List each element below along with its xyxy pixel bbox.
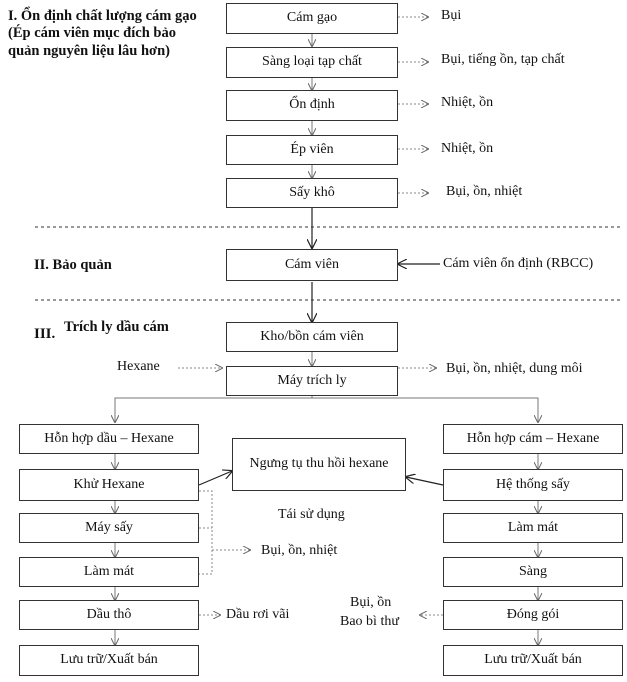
output-bui: Bụi (441, 8, 462, 23)
left-hon-hop-dau: Hỗn hợp dầu – Hexane (19, 424, 199, 454)
step-say-kho: Sấy khô (226, 178, 398, 208)
left-may-say: Máy sấy (19, 513, 199, 543)
section-3-prefix: III. (34, 326, 56, 342)
section-1-title: I. Ổn định chất lượng cám gạo (Ép cám vi… (8, 8, 197, 59)
input-cam-vien-on-dinh: Cám viên ổn định (RBCC) (443, 256, 594, 271)
output-bao-bi-thu: Bao bì thư (340, 614, 399, 629)
step-ep-vien: Ép viên (226, 135, 398, 165)
output-bui-on-nhiet: Bụi, ồn, nhiệt (446, 184, 523, 199)
right-dong-goi: Đóng gói (443, 600, 623, 630)
left-lam-mat: Làm mát (19, 557, 199, 587)
output-dau-roi-vai: Dầu rơi vãi (226, 607, 290, 622)
output-bui-tieng-on: Bụi, tiếng ồn, tạp chất (441, 52, 565, 67)
right-hon-hop-cam: Hỗn hợp cám – Hexane (443, 424, 623, 454)
step-cam-vien: Cám viên (226, 249, 398, 281)
section-2-title: II. Bảo quản (34, 257, 112, 273)
right-he-thong-say: Hệ thống sấy (443, 469, 623, 501)
right-lam-mat: Làm mát (443, 513, 623, 543)
step-on-dinh: Ổn định (226, 90, 398, 121)
input-hexane: Hexane (117, 359, 160, 374)
step-may-trich-ly: Máy trích ly (226, 366, 398, 396)
output-nhiet-on-2: Nhiệt, ồn (441, 141, 494, 156)
output-left-bui-on-nhiet: Bụi, ồn, nhiệt (261, 543, 338, 558)
output-packing-bui-on: Bụi, ồn (350, 595, 392, 610)
left-luu-tru: Lưu trữ/Xuất bán (19, 645, 199, 676)
step-kho-bon: Kho/bồn cám viên (226, 322, 398, 352)
step-sang-loai-tap-chat: Sàng loại tạp chất (226, 47, 398, 78)
output-extractor: Bụi, ồn, nhiệt, dung môi (446, 361, 583, 376)
step-cam-gao: Cám gạo (226, 3, 398, 34)
section-3-title: Trích ly dầu cám (64, 319, 169, 335)
right-luu-tru: Lưu trữ/Xuất bán (443, 645, 623, 676)
output-nhiet-on-1: Nhiệt, ồn (441, 95, 494, 110)
left-dau-tho: Dầu thô (19, 600, 199, 630)
center-tai-su-dung: Tái sử dụng (278, 507, 345, 522)
right-sang: Sàng (443, 557, 623, 587)
left-khu-hexane: Khử Hexane (19, 469, 199, 501)
center-ngung-tu: Ngưng tụ thu hồi hexane (232, 438, 406, 491)
